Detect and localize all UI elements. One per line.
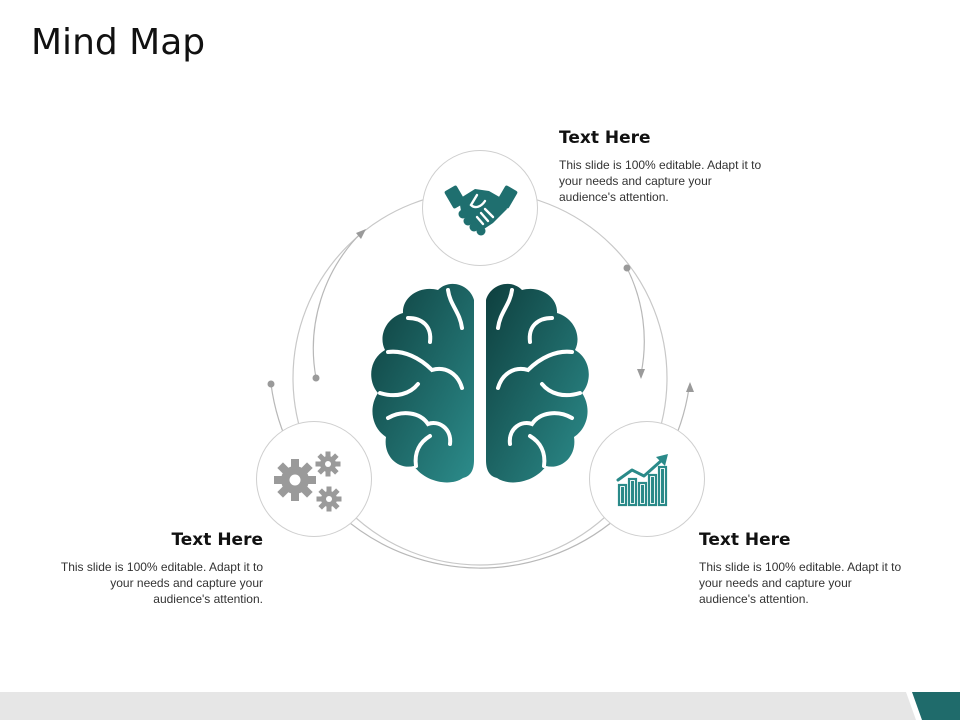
- node-left-circle: [256, 421, 372, 537]
- node-left-text: Text Here This slide is 100% editable. A…: [58, 530, 263, 607]
- node-top-circle: [422, 150, 538, 266]
- node-top-text: Text Here This slide is 100% editable. A…: [559, 128, 764, 205]
- footer-bar: [0, 692, 960, 720]
- node-right-circle: [589, 421, 705, 537]
- node-left-body: This slide is 100% editable. Adapt it to…: [60, 560, 263, 606]
- node-top-heading: Text Here: [559, 128, 651, 148]
- node-left-heading: Text Here: [171, 530, 263, 550]
- node-right-heading: Text Here: [699, 530, 791, 550]
- arrow-arc-right: [626, 267, 645, 375]
- footer-accent: [906, 692, 960, 720]
- page-title: Mind Map: [31, 22, 206, 63]
- node-top-body: This slide is 100% editable. Adapt it to…: [559, 158, 762, 204]
- node-right-text: Text Here This slide is 100% editable. A…: [699, 530, 904, 607]
- handshake-icon: [444, 185, 518, 236]
- brain-icon: [371, 283, 589, 483]
- gears-icon: [274, 451, 342, 512]
- growth-chart-icon: [616, 454, 668, 507]
- node-right-body: This slide is 100% editable. Adapt it to…: [699, 560, 902, 606]
- arrow-arc-left: [312, 231, 363, 379]
